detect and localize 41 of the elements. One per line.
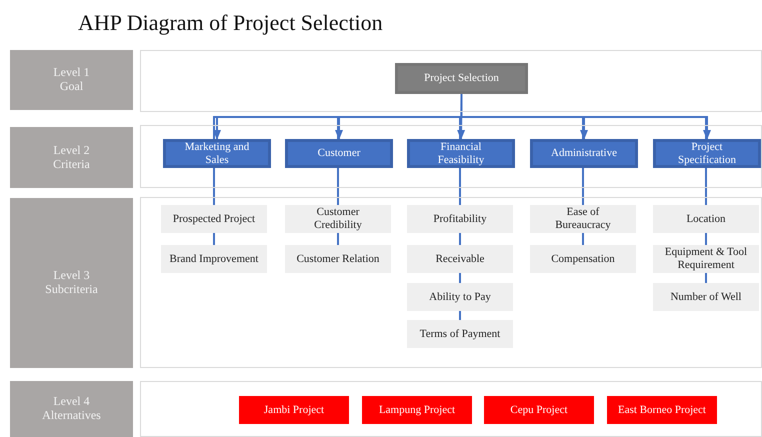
subcriterion-box: Customer Credibility — [285, 205, 391, 233]
subcriterion-box: Equipment & Tool Requirement — [653, 245, 759, 273]
connector-line — [460, 94, 711, 140]
subcriterion-box: Customer Relation — [285, 245, 391, 273]
subcriterion-box: Prospected Project — [161, 205, 267, 233]
connector-line — [459, 233, 461, 245]
alternative-box: Lampung Project — [362, 396, 472, 424]
criterion-box: Financial Feasibility — [407, 139, 515, 168]
criterion-box: Customer — [285, 139, 393, 168]
connector-line — [337, 233, 339, 245]
subcriterion-box: Ease of Bureaucracy — [530, 205, 636, 233]
connector-line — [582, 233, 584, 245]
level-panel — [140, 381, 762, 437]
level-label-box: Level 2 Criteria — [10, 127, 133, 188]
level-panel — [140, 197, 762, 368]
criterion-box: Administrative — [530, 139, 638, 168]
connector-line — [213, 233, 215, 245]
alternative-box: Cepu Project — [484, 396, 594, 424]
level-panel — [140, 125, 762, 188]
subcriterion-box: Profitability — [407, 205, 513, 233]
diagram-title: AHP Diagram of Project Selection — [78, 10, 383, 36]
connector-line — [459, 311, 461, 320]
subcriterion-box: Location — [653, 205, 759, 233]
subcriterion-box: Number of Well — [653, 283, 759, 311]
subcriterion-box: Brand Improvement — [161, 245, 267, 273]
goal-box: Project Selection — [395, 63, 528, 94]
subcriterion-box: Receivable — [407, 245, 513, 273]
level-label-box: Level 1 Goal — [10, 50, 133, 110]
connector-line — [459, 273, 461, 283]
level-label-box: Level 3 Subcriteria — [10, 198, 133, 368]
alternative-box: East Borneo Project — [607, 396, 717, 424]
subcriterion-box: Compensation — [530, 245, 636, 273]
criterion-box: Project Specification — [653, 139, 761, 168]
subcriterion-box: Terms of Payment — [407, 320, 513, 348]
criterion-box: Marketing and Sales — [163, 139, 271, 168]
alternative-box: Jambi Project — [239, 396, 349, 424]
subcriterion-box: Ability to Pay — [407, 283, 513, 311]
connector-line — [705, 273, 707, 283]
level-label-box: Level 4 Alternatives — [10, 381, 133, 437]
connector-line — [705, 233, 707, 245]
level-panel — [140, 50, 762, 112]
